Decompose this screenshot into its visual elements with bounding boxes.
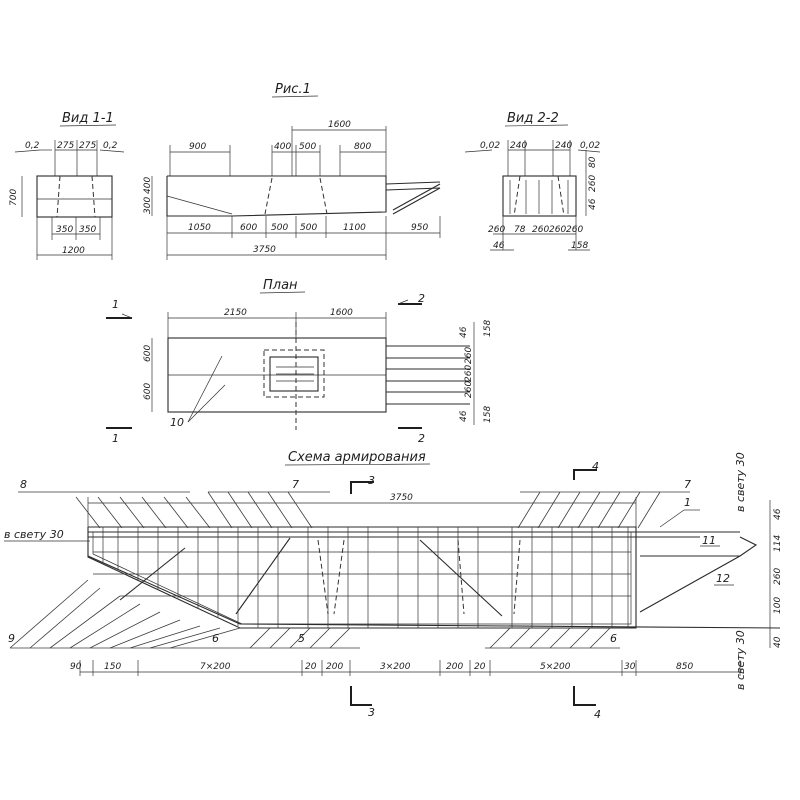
view2-dim-46-right: 46	[588, 198, 598, 210]
plan-title: План	[263, 278, 298, 293]
scheme-bar-7-left: 7	[292, 478, 299, 491]
elev-dim-500b: 500	[300, 223, 317, 233]
scheme-bar-5: 5	[298, 632, 305, 645]
scheme-dim-46: 46	[773, 508, 783, 520]
plan-dim-1600: 1600	[330, 308, 353, 318]
plan-dim-600a: 600	[143, 345, 153, 362]
scheme-clear-left: в свету 30	[4, 528, 64, 541]
view2-dim-240a: 240	[510, 141, 527, 151]
scheme-dim-20a: 20	[305, 662, 317, 672]
view2-dim-260c: 260	[549, 225, 566, 235]
view-2-2: Вид 2-2 0,02 240 240 0,02 80 260 46	[464, 111, 600, 251]
scheme-section-3-bottom: 3	[368, 706, 375, 719]
elev-dim-900: 900	[189, 142, 206, 152]
elev-dim-3750: 3750	[253, 245, 276, 255]
scheme-bar-7-right: 7	[684, 478, 691, 491]
view2-dim-260a: 78	[514, 225, 526, 235]
plan-dim-260a: 260	[464, 347, 474, 364]
view1-dim-slope-left: 0,2	[25, 141, 40, 151]
view2-dim-260b: 260	[532, 225, 549, 235]
scheme-bar-1: 1	[684, 496, 691, 509]
scheme-dim-150: 150	[104, 662, 121, 672]
plan-callout-10: 10	[170, 416, 184, 429]
view1-dim-700: 700	[9, 189, 19, 206]
scheme-dim-90: 90	[70, 662, 82, 672]
plan-dim-46a: 46	[459, 326, 469, 338]
scheme-section-3-top: 3	[368, 474, 375, 487]
view2-dim-slope-right: 0,02	[580, 141, 600, 151]
plan-dim-260c: 260	[464, 381, 474, 398]
scheme-dim-40: 40	[773, 636, 783, 648]
figure-title: Рис.1	[275, 82, 311, 97]
plan-dim-158a: 158	[483, 320, 493, 337]
scheme-bar-12: 12	[716, 572, 730, 585]
view1-dim-slope-right: 0,2	[103, 141, 118, 151]
scheme-dim-7x200: 7×200	[200, 662, 231, 672]
scheme-section-4-top: 4	[592, 460, 599, 473]
elev-dim-400-left: 400	[143, 177, 153, 194]
elev-dim-600: 600	[240, 223, 257, 233]
reinforcement-scheme: Схема армирования 3 4 3 4 3750	[4, 450, 783, 721]
plan-section-1-top: 1	[112, 298, 119, 311]
view2-dim-slope-left: 0,02	[480, 141, 500, 151]
scheme-bar-11: 11	[702, 534, 716, 547]
scheme-title: Схема армирования	[288, 450, 426, 465]
plan-section-2-top: 2	[418, 292, 425, 305]
plan-dim-260b: 260	[464, 365, 474, 382]
scheme-clear-top-right: в свету 30	[734, 452, 747, 512]
elev-dim-1050: 1050	[188, 223, 211, 233]
view2-dim-260-right: 260	[588, 175, 598, 192]
scheme-bar-6-right: 6	[610, 632, 617, 645]
plan-section-2-bottom: 2	[418, 432, 425, 445]
plan-dim-2150: 2150	[224, 308, 247, 318]
view2-dim-240b: 240	[555, 141, 572, 151]
scheme-dim-5x200: 5×200	[540, 662, 571, 672]
view1-title: Вид 1-1	[62, 111, 114, 126]
elev-dim-1600: 1600	[328, 120, 351, 130]
view1-dim-275a: 275	[57, 141, 74, 151]
view2-dim-78: 260	[488, 225, 505, 235]
scheme-dim-850: 850	[676, 662, 693, 672]
plan-section-1-bottom: 1	[112, 432, 119, 445]
scheme-dim-20b: 20	[474, 662, 486, 672]
plan-dim-600b: 600	[143, 383, 153, 400]
elev-dim-400: 400	[274, 142, 291, 152]
scheme-clear-bottom-right: в свету 30	[734, 630, 747, 690]
elev-dim-500: 500	[299, 142, 316, 152]
view1-dim-1200: 1200	[62, 246, 85, 256]
scheme-dim-3x200: 3×200	[380, 662, 411, 672]
scheme-dim-260: 260	[773, 568, 783, 585]
view2-title: Вид 2-2	[507, 111, 559, 126]
view2-dim-158a: 46	[493, 241, 505, 251]
scheme-dim-3750: 3750	[390, 493, 413, 503]
plan-dim-158b: 158	[483, 406, 493, 423]
scheme-dim-200a: 200	[326, 662, 343, 672]
view1-dim-350b: 350	[79, 225, 96, 235]
elevation-view: 1600 900 400 500 800 400 300	[143, 120, 441, 260]
scheme-bar-9: 9	[8, 632, 15, 645]
elev-dim-500a: 500	[271, 223, 288, 233]
view2-dim-46-bottom: 260	[566, 225, 583, 235]
view1-dim-275b: 275	[79, 141, 96, 151]
view2-dim-158b: 158	[571, 241, 588, 251]
view2-dim-80: 80	[588, 156, 598, 168]
elev-dim-950: 950	[411, 223, 428, 233]
elev-dim-300-left: 300	[143, 197, 153, 214]
elev-dim-1100: 1100	[343, 223, 366, 233]
elev-dim-800: 800	[354, 142, 371, 152]
scheme-bar-8: 8	[20, 478, 27, 491]
scheme-dim-30: 30	[624, 662, 636, 672]
view1-dim-350a: 350	[56, 225, 73, 235]
scheme-dim-100: 100	[773, 597, 783, 614]
scheme-bar-6-left: 6	[212, 632, 219, 645]
plan-view: План 2150 1600 10 600 6	[106, 278, 493, 445]
scheme-dim-114: 114	[773, 535, 783, 552]
plan-dim-46b: 46	[459, 410, 469, 422]
scheme-dim-200b: 200	[446, 662, 463, 672]
scheme-section-4-bottom: 4	[594, 708, 601, 721]
view-1-1: Вид 1-1 0,2 275 275 0,2 700 350 350 1200	[9, 111, 125, 260]
